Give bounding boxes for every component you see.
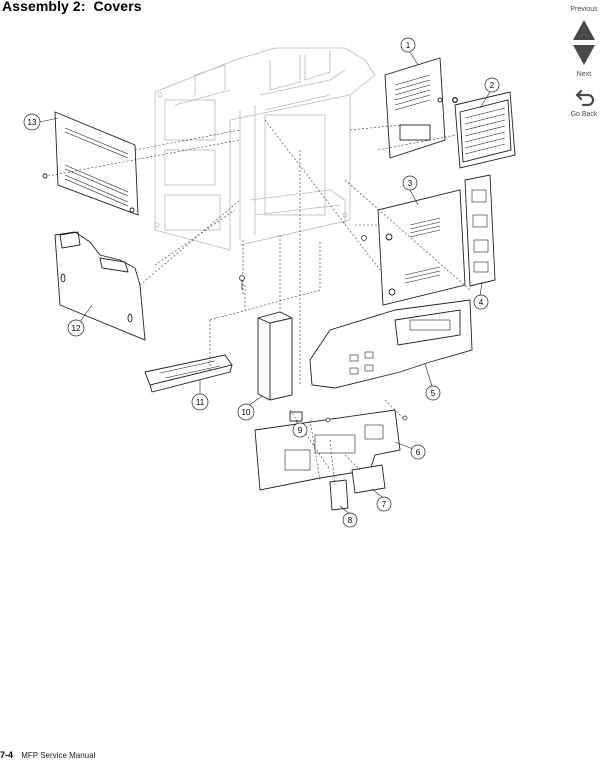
callout-9: 9	[292, 422, 308, 438]
svg-text:8: 8	[348, 516, 353, 525]
part-7-small-plate	[351, 464, 386, 494]
next-label: Next	[576, 71, 592, 78]
svg-text:4: 4	[479, 298, 484, 307]
machine-frame	[154, 47, 376, 251]
part-9-clip	[289, 411, 303, 422]
callout-1: 1	[400, 37, 416, 53]
callout-4: 4	[473, 294, 489, 310]
svg-text:1: 1	[406, 41, 411, 50]
page-footer: 7-4 MFP Service Manual	[0, 750, 95, 760]
callout-7: 7	[376, 496, 392, 512]
svg-text:5: 5	[431, 389, 436, 398]
part-2-grille-cover	[452, 91, 516, 169]
svg-text:2: 2	[490, 81, 495, 90]
callout-3: 3	[402, 175, 418, 191]
go-back-icon[interactable]	[575, 88, 595, 106]
exploded-covers-diagram: 1 2 3 4 5 6 7 8 9 10 11 12 13	[23, 37, 516, 528]
previous-label: Previous	[570, 6, 598, 13]
page-number: 7-4	[0, 750, 14, 760]
svg-text:11: 11	[196, 398, 205, 407]
previous-arrow-icon[interactable]	[572, 19, 596, 41]
svg-text:10: 10	[242, 408, 251, 417]
svg-text:9: 9	[298, 426, 303, 435]
part-8-small-plate	[329, 479, 349, 511]
svg-text:3: 3	[408, 179, 413, 188]
callout-12: 12	[67, 319, 85, 337]
part-3-side-cover	[377, 189, 466, 306]
callout-5: 5	[425, 385, 441, 401]
part-12-rear-panel	[54, 231, 146, 341]
callout-11: 11	[191, 393, 209, 411]
callout-13: 13	[23, 113, 41, 131]
page-title: Assembly 2: Covers	[2, 0, 142, 14]
callout-6: 6	[410, 444, 426, 460]
callout-8: 8	[342, 512, 358, 528]
go-back-label: Go Back	[570, 111, 598, 118]
svg-text:6: 6	[416, 448, 421, 457]
manual-title: MFP Service Manual	[21, 751, 96, 760]
callout-10: 10	[237, 403, 255, 421]
page-navigation: Previous Next Go Back	[560, 0, 608, 120]
part-10-duct	[257, 311, 293, 401]
callout-2: 2	[484, 77, 500, 93]
next-arrow-icon[interactable]	[572, 44, 596, 66]
part-13-left-cover	[42, 111, 139, 216]
part-1-rear-cover	[384, 57, 446, 159]
part-4-front-strip-cover	[464, 174, 496, 287]
svg-text:13: 13	[28, 118, 37, 127]
screws	[239, 97, 458, 423]
assembly-lines	[47, 119, 471, 486]
callout-leaders	[39, 51, 491, 515]
part-5-lower-front-cover	[309, 299, 473, 389]
svg-text:7: 7	[382, 500, 387, 509]
part-11-bracket	[144, 354, 233, 393]
svg-text:12: 12	[72, 324, 81, 333]
